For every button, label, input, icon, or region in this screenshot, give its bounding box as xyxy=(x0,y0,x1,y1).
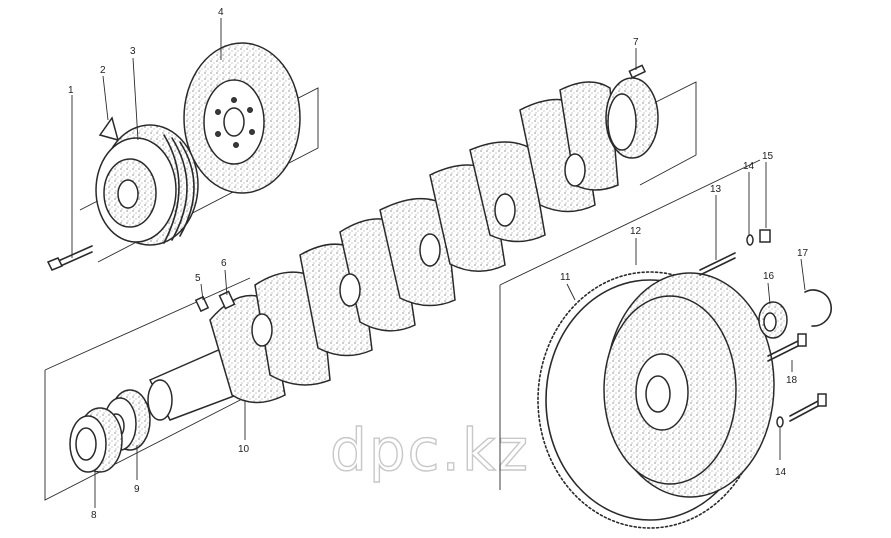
callout-12: 12 xyxy=(630,226,642,237)
pulley-part-3 xyxy=(95,116,199,246)
circlip-part-17 xyxy=(804,289,832,327)
callout-6: 6 xyxy=(221,258,227,269)
callout-3: 3 xyxy=(130,46,136,57)
callout-14-lower: 14 xyxy=(775,467,787,478)
callout-17: 17 xyxy=(797,248,809,259)
callout-2: 2 xyxy=(100,65,106,76)
callout-10: 10 xyxy=(238,444,250,455)
callout-labels: 1 2 3 4 5 6 7 8 9 10 11 12 13 14 14 15 1… xyxy=(68,7,809,521)
sleeve-part-8 xyxy=(69,407,123,473)
bearing-part-16 xyxy=(758,301,788,339)
callout-14-upper: 14 xyxy=(743,161,755,172)
callout-18: 18 xyxy=(786,375,798,386)
callout-7: 7 xyxy=(633,37,639,48)
callout-8: 8 xyxy=(91,510,97,521)
callout-11: 11 xyxy=(560,272,571,283)
bolt-part-1 xyxy=(46,245,93,271)
pin-part-6 xyxy=(218,290,236,310)
washer-part-14 xyxy=(746,234,754,246)
callout-9: 9 xyxy=(134,484,140,495)
callout-15: 15 xyxy=(762,151,774,162)
bolt-lower xyxy=(776,393,827,428)
bolt-part-18 xyxy=(767,333,807,362)
leader-lines xyxy=(71,18,806,508)
dowel-part-7 xyxy=(628,64,647,79)
stud-part-13 xyxy=(699,252,736,276)
callout-16: 16 xyxy=(763,271,775,282)
flywheel-part-12 xyxy=(603,272,775,498)
callout-4: 4 xyxy=(218,7,224,18)
callout-13: 13 xyxy=(710,184,722,195)
crankshaft-part-10 xyxy=(147,77,659,421)
watermark-text: dpc.kz xyxy=(330,416,530,484)
pin-part-5 xyxy=(194,295,210,313)
callout-5: 5 xyxy=(195,273,201,284)
nut-part-15 xyxy=(759,229,771,243)
callout-1: 1 xyxy=(68,85,74,96)
damper-disc-part-4 xyxy=(183,42,301,194)
